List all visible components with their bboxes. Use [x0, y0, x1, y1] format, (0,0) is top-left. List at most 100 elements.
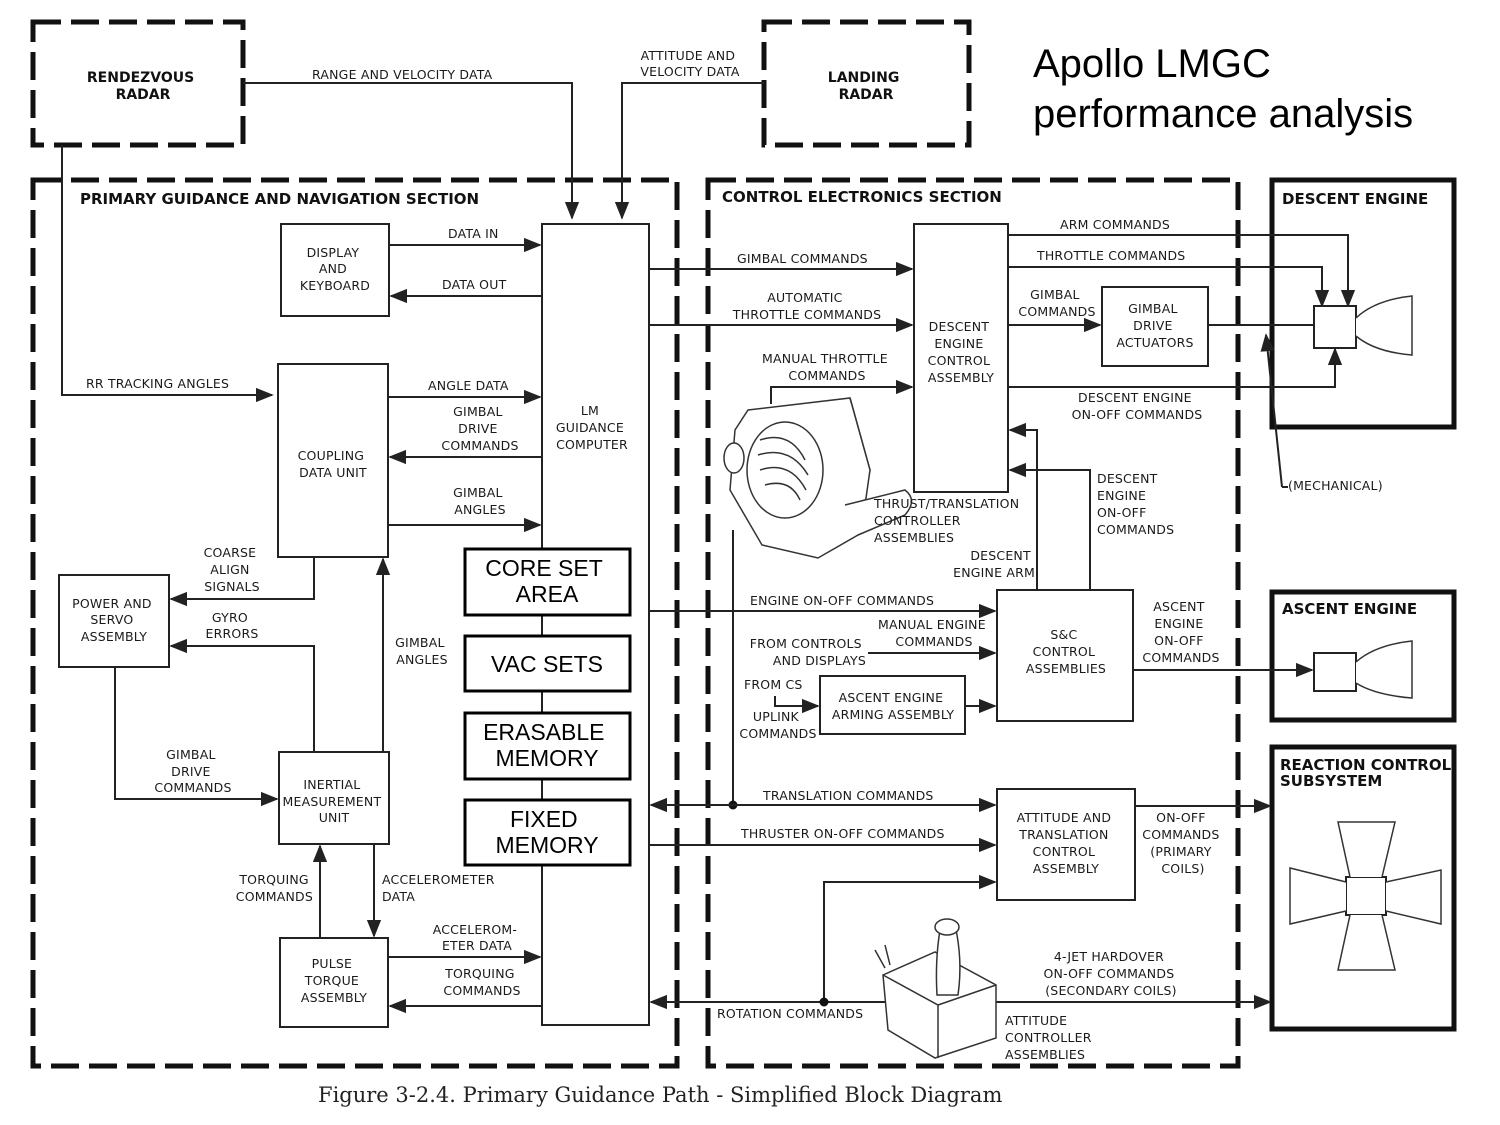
label-arm-commands: ARM COMMANDS	[1060, 217, 1170, 232]
wire-de-onoff	[1008, 347, 1343, 388]
wire-gimbal-drive-psa	[114, 667, 279, 807]
wire-gyro-errors	[169, 638, 315, 752]
label-rr-tracking: RR TRACKING ANGLES	[86, 376, 229, 391]
label-translation-cmds: TRANSLATION COMMANDS	[762, 788, 934, 803]
deca-block	[913, 223, 1009, 493]
label-de-onoff-snc: DESCENT ENGINE ON-OFF COMMANDS	[1097, 471, 1174, 537]
label-gyro-errors: GYRO ERRORS	[206, 610, 259, 641]
pgns-section-box	[30, 177, 680, 1069]
label-auto-throttle: AUTOMATIC THROTTLE COMMANDS	[732, 290, 881, 322]
label-from-controls: FROM CONTROLS AND DISPLAYS	[750, 636, 866, 668]
label-throttle-commands: THROTTLE COMMANDS	[1036, 248, 1185, 263]
memory-label-erasable: ERASABLE MEMORY	[483, 719, 611, 771]
gda-block	[1101, 286, 1209, 367]
label-manual-throttle: MANUAL THROTTLE COMMANDS	[762, 351, 892, 383]
wire-from-cs	[774, 696, 820, 714]
label-angle-data: ANGLE DATA	[428, 378, 509, 393]
ascent-engine-title: ASCENT ENGINE	[1282, 600, 1417, 618]
memory-overlay: CORE SET AREA VAC SETS ERASABLE MEMORY F…	[463, 547, 632, 867]
label-de-onoff: DESCENT ENGINE ON-OFF COMMANDS	[1072, 390, 1203, 422]
wire-manual-throttle	[770, 379, 914, 404]
lgc-block	[541, 223, 650, 1026]
wire-attitude-velocity	[614, 82, 764, 220]
memory-block-vac-sets[interactable]	[463, 634, 632, 693]
label-gimbal-angles-cdu: GIMBAL ANGLES	[453, 485, 507, 517]
memory-block-erasable[interactable]	[463, 711, 632, 781]
label-hardover: 4-JET HARDOVER ON-OFF COMMANDS (SECONDAR…	[1043, 949, 1178, 998]
label-coarse-align: COARSE ALIGN SIGNALS	[204, 545, 261, 594]
pta-block	[279, 937, 389, 1028]
snc-label: S&C CONTROL ASSEMBLIES	[1026, 627, 1106, 676]
label-gimbal-drive-psa: GIMBAL DRIVE COMMANDS	[154, 747, 231, 795]
gda-label: GIMBAL DRIVE ACTUATORS	[1116, 301, 1193, 350]
rcs-title: REACTION CONTROL SUBSYSTEM	[1280, 756, 1456, 790]
descent-engine-title: DESCENT ENGINE	[1282, 190, 1428, 208]
aca-illustration-icon	[874, 918, 997, 1059]
label-attitude-velocity: ATTITUDE AND VELOCITY DATA	[640, 48, 740, 79]
label-range-velocity: RANGE AND VELOCITY DATA	[312, 67, 493, 82]
label-gimbal-angles-imu: GIMBAL ANGLES	[395, 635, 449, 667]
memory-label-fixed: FIXED MEMORY	[495, 806, 598, 858]
label-data-out: DATA OUT	[442, 277, 507, 292]
rcs-thruster-quad-icon	[1289, 821, 1442, 971]
aeaa-label: ASCENT ENGINE ARMING ASSEMBLY	[832, 690, 955, 722]
label-gimbal-commands: GIMBAL COMMANDS	[737, 251, 868, 266]
wire-coarse-align	[169, 557, 315, 607]
lgc-label: LM GUIDANCE COMPUTER	[556, 403, 628, 452]
label-torquing-imu: TORQUING COMMANDS	[236, 872, 313, 904]
ascent-engine-nozzle-icon	[1313, 640, 1413, 699]
label-aca: ATTITUDE CONTROLLER ASSEMBLIES	[1005, 1013, 1096, 1062]
wire-mechanical	[1260, 333, 1283, 488]
pta-label: PULSE TORQUE ASSEMBLY	[301, 956, 367, 1005]
descent-engine-box	[1269, 177, 1457, 430]
label-engine-onoff: ENGINE ON-OFF COMMANDS	[750, 593, 934, 608]
figure-caption: Figure 3-2.4. Primary Guidance Path - Si…	[318, 1083, 1002, 1107]
memory-block-core-set[interactable]	[463, 547, 632, 617]
wire-de-arm	[1008, 422, 1038, 590]
label-manual-engine: MANUAL ENGINE COMMANDS	[878, 617, 990, 649]
label-accel-imu: ACCELEROMETER DATA	[382, 872, 499, 904]
psa-label: POWER AND SERVO ASSEMBLY	[72, 596, 156, 644]
wire-arm-commands	[1008, 234, 1356, 308]
aeaa-block	[819, 675, 966, 735]
cdu-label: COUPLING DATA UNIT	[298, 448, 369, 480]
label-rotation-cmds: ROTATION COMMANDS	[717, 1006, 863, 1021]
snc-block	[996, 589, 1134, 722]
wire-de-onoff-snc	[1008, 462, 1091, 590]
descent-engine-nozzle-icon	[1313, 295, 1413, 356]
label-de-arm: DESCENT ENGINE ARM	[953, 548, 1035, 580]
label-data-in: DATA IN	[448, 226, 499, 241]
wire-throttle-commands	[1008, 266, 1330, 308]
ces-section-box	[705, 177, 1241, 1069]
dsky-label: DISPLAY AND KEYBOARD	[300, 245, 370, 293]
wire-rotation-to-atca	[823, 874, 997, 1000]
label-ae-onoff: ASCENT ENGINE ON-OFF COMMANDS	[1142, 599, 1219, 665]
landing-radar-label: LANDING RADAR	[828, 70, 904, 103]
label-uplink: UPLINK COMMANDS	[739, 709, 816, 741]
junction-dot	[819, 997, 829, 1007]
dsky-block	[280, 223, 390, 317]
label-mechanical: (MECHANICAL)	[1288, 478, 1383, 493]
label-gimbal-commands-gda: GIMBAL COMMANDS	[1018, 287, 1095, 319]
imu-block	[278, 751, 390, 845]
slide-title: Apollo LMGC performance analysis	[1033, 42, 1413, 136]
ttca-illustration-icon	[723, 397, 913, 559]
pgns-section-title: PRIMARY GUIDANCE AND NAVIGATION SECTION	[80, 190, 479, 208]
label-gimbal-drive-cmds: GIMBAL DRIVE COMMANDS	[441, 404, 518, 453]
memory-block-fixed[interactable]	[463, 798, 632, 867]
cdu-block	[277, 363, 389, 558]
atca-label: ATTITUDE AND TRANSLATION CONTROL ASSEMBL…	[1017, 810, 1116, 876]
ces-section-title: CONTROL ELECTRONICS SECTION	[722, 188, 1002, 206]
label-ttca: THRUST/TRANSLATION CONTROLLER ASSEMBLIES	[873, 496, 1023, 545]
wire-range-velocity	[243, 82, 580, 220]
label-torquing-pta: TORQUING COMMANDS	[443, 966, 520, 998]
label-thruster-onoff: THRUSTER ON-OFF COMMANDS	[740, 826, 945, 841]
rendezvous-radar-label: RENDEZVOUS RADAR	[87, 70, 199, 103]
memory-label-core-set: CORE SET AREA	[485, 555, 609, 607]
imu-label: INERTIAL MEASUREMENT UNIT	[283, 777, 386, 825]
memory-label-vac-sets: VAC SETS	[491, 651, 603, 677]
deca-label: DESCENT ENGINE CONTROL ASSEMBLY	[928, 319, 995, 385]
label-accel-pta: ACCELEROM- ETER DATA	[433, 922, 522, 953]
label-from-cs: FROM CS	[744, 677, 803, 692]
